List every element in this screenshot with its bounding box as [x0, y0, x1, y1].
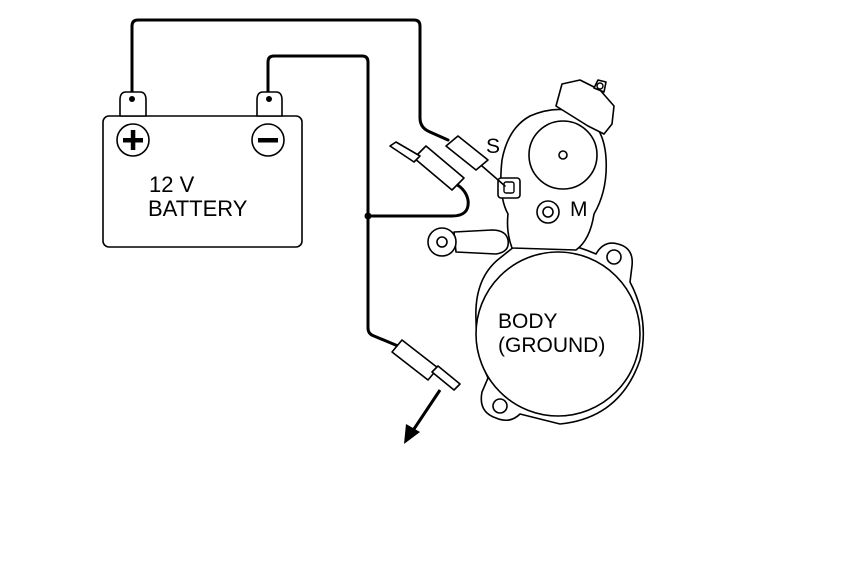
test-probe-ground — [391, 339, 461, 391]
body-label-line2: (GROUND) — [498, 334, 605, 357]
starter-motor-icon: S M BODY (GROUND) — [427, 79, 645, 425]
body-label-line1: BODY — [498, 310, 558, 333]
mount-hole-top — [606, 249, 622, 265]
arrow-icon — [404, 389, 442, 444]
negative-post — [256, 91, 283, 117]
ring-lug-lead — [453, 229, 510, 255]
terminal-m-label: M — [570, 198, 588, 221]
battery-case — [102, 115, 303, 248]
top-terminal-nut — [555, 79, 615, 135]
battery-name-label: BATTERY — [148, 196, 248, 221]
battery-voltage-label: 12 V — [149, 172, 195, 197]
mount-hole-bottom — [492, 398, 508, 414]
wire-junction — [364, 212, 372, 220]
positive-post — [119, 91, 147, 117]
battery-icon: 12 V BATTERY — [102, 91, 303, 248]
negative-wire — [266, 54, 400, 348]
test-probe-icon — [445, 135, 506, 187]
positive-wire — [130, 18, 450, 142]
terminal-s-label: S — [486, 135, 500, 158]
test-probe-loose — [389, 141, 465, 191]
starter-body-face — [475, 251, 641, 417]
branch-wire — [366, 182, 470, 218]
